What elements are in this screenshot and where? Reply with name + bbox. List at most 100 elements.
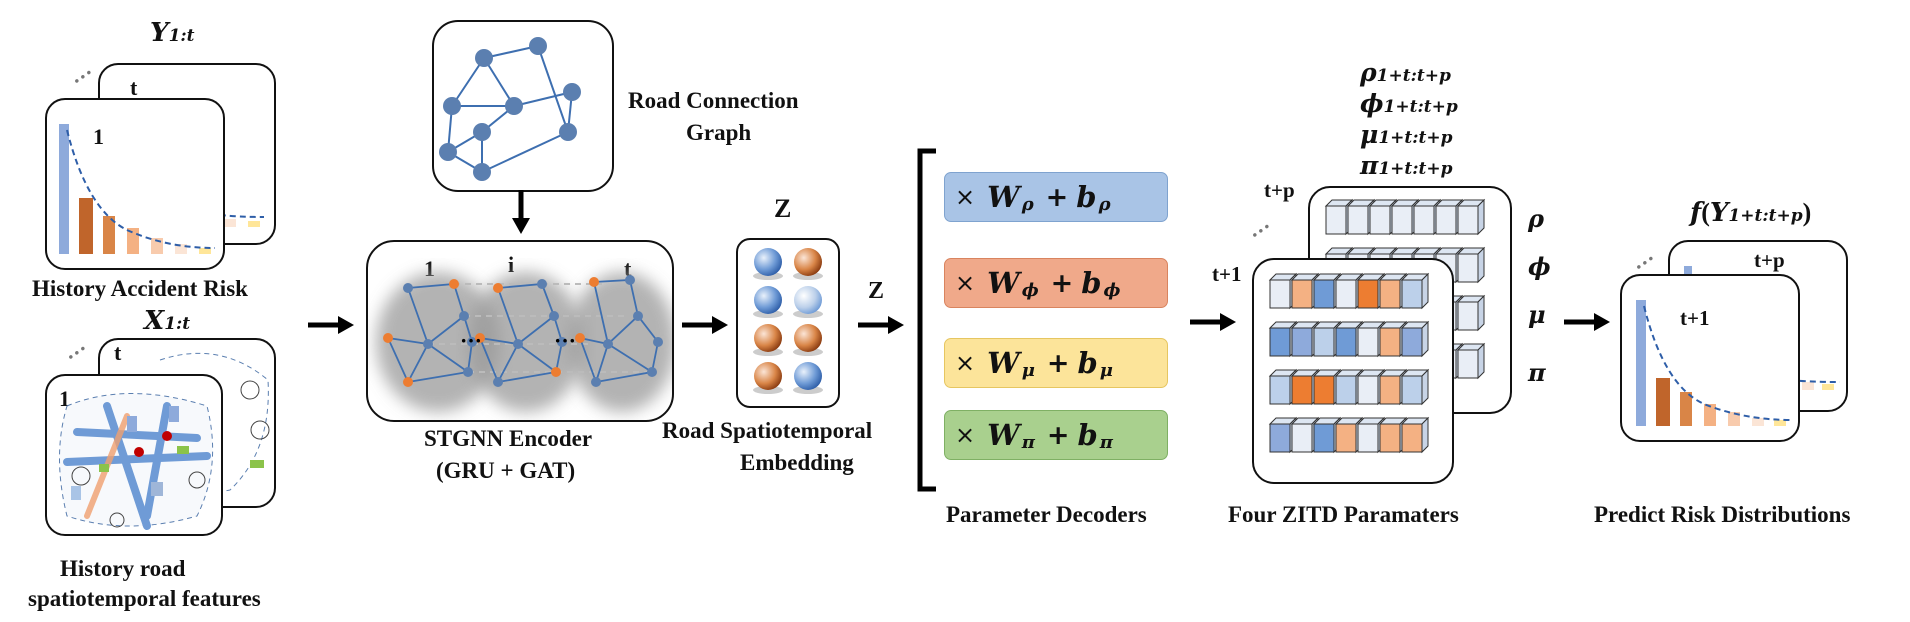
tensor-cell <box>1456 294 1486 332</box>
predict-back-label: t+p <box>1754 248 1785 272</box>
park-icon <box>99 464 109 472</box>
ellipsis-icon: ··· <box>60 336 93 370</box>
svg-text:···: ··· <box>554 328 576 353</box>
weight-symbol: W <box>987 346 1020 380</box>
zitd-side-symbol: μ <box>1528 300 1546 329</box>
risk-bar <box>1774 420 1786 426</box>
graph-node <box>443 97 461 115</box>
multiply-symbol: × <box>955 349 976 377</box>
weight-subscript: ϕ <box>1021 279 1039 301</box>
risk-bar <box>1752 418 1764 426</box>
risk-bar <box>103 216 115 254</box>
predict-caption: Predict Risk Distributions <box>1594 502 1851 527</box>
z-arrow-label: Z <box>868 278 885 304</box>
zitd-back-label: t+p <box>1264 178 1295 202</box>
ellipsis-icon: ··· <box>1244 214 1277 248</box>
x-history-label: X1:t <box>144 306 191 336</box>
bias-subscript: μ <box>1099 359 1113 381</box>
zitd-side-symbol: ρ <box>1528 204 1544 233</box>
y-history-label: Y1:t <box>150 18 195 48</box>
zitd-param-label: π1+t:t+p <box>1360 151 1453 180</box>
card-index-1: 1 <box>93 124 104 149</box>
plus-symbol: + <box>1046 347 1070 379</box>
zitd-side-symbol: ϕ <box>1528 252 1551 281</box>
tensor-cell <box>1400 416 1430 454</box>
zitd-param-label: ρ1+t:t+p <box>1360 58 1451 87</box>
plus-symbol: + <box>1050 267 1074 299</box>
time-index-i: i <box>508 252 515 277</box>
graph-node <box>505 97 523 115</box>
bias-subscript: π <box>1099 431 1113 453</box>
arrow-icon <box>858 316 904 334</box>
risk-bar <box>1680 392 1692 426</box>
arrow-icon <box>512 190 530 234</box>
road <box>63 452 211 466</box>
embedding-vector <box>754 286 782 314</box>
graph-node <box>473 163 491 181</box>
weight-subscript: π <box>1021 431 1035 453</box>
road-graph-caption-line1: Road Connection <box>628 88 799 113</box>
accident-marker <box>134 447 144 457</box>
feature-card-1: 1 <box>45 374 223 536</box>
car-icon <box>71 466 91 486</box>
risk-bar <box>1728 412 1740 426</box>
embedding-vector <box>794 248 822 276</box>
road-graph <box>439 37 581 181</box>
zitd-front-label: t+1 <box>1212 262 1242 286</box>
decoders-caption: Parameter Decoders <box>946 502 1147 527</box>
bias-subscript: ρ <box>1098 193 1111 215</box>
arrow-icon <box>308 316 354 334</box>
embedding-spheres <box>753 248 823 394</box>
time-index-t: t <box>624 256 632 281</box>
arrow-icon <box>682 316 728 334</box>
weight-subscript: μ <box>1021 359 1035 381</box>
graph-node <box>529 37 547 55</box>
tensor-cell <box>1400 272 1430 310</box>
risk-density-curve <box>66 129 216 249</box>
building-icon <box>169 406 179 422</box>
road-graph-caption-line2: Graph <box>686 120 752 145</box>
graph-nodes <box>439 37 581 181</box>
ellipsis-icon: ··· <box>66 60 99 94</box>
zitd-tensor-front <box>1268 272 1430 454</box>
history-features-caption-line1: History road <box>60 556 186 581</box>
decoder-bracket <box>917 148 936 492</box>
building-icon <box>127 416 137 432</box>
predict-histogram <box>1636 300 1793 426</box>
car-icon <box>188 471 206 489</box>
arrow-icon <box>1190 313 1236 331</box>
tensor-cell <box>1400 368 1430 406</box>
multiply-symbol: × <box>955 269 976 297</box>
embedding-vector <box>794 362 822 390</box>
time-index-1: 1 <box>424 256 435 281</box>
arrow-icon <box>1564 313 1610 331</box>
risk-histogram <box>59 124 216 254</box>
embedding-vector <box>794 286 822 314</box>
tensor-cell <box>1456 342 1486 380</box>
road-graph-card <box>432 20 614 192</box>
weight-subscript: ρ <box>1021 193 1034 215</box>
feature-map <box>59 393 214 530</box>
encoder-caption-line1: STGNN Encoder <box>424 426 593 451</box>
embedding-caption-line1: Road Spatiotemporal <box>662 418 873 443</box>
bias-symbol: b <box>1081 266 1102 300</box>
bias-subscript: ϕ <box>1103 279 1121 301</box>
zitd-card-front <box>1252 258 1454 484</box>
z-embedding-label: Z <box>774 194 792 223</box>
embedding-vector <box>754 362 782 390</box>
tensor-cell <box>1456 246 1486 284</box>
risk-bar <box>59 124 69 254</box>
tensor-cell <box>1456 198 1486 236</box>
bias-symbol: b <box>1076 180 1097 214</box>
risk-bar <box>1704 404 1716 426</box>
zitd-caption: Four ZITD Paramaters <box>1228 502 1459 527</box>
building-icon <box>151 482 163 496</box>
zitd-side-symbol: π <box>1528 358 1546 387</box>
embedding-caption-line2: Embedding <box>740 450 854 475</box>
accident-marker <box>162 431 172 441</box>
bias-symbol: b <box>1077 346 1098 380</box>
